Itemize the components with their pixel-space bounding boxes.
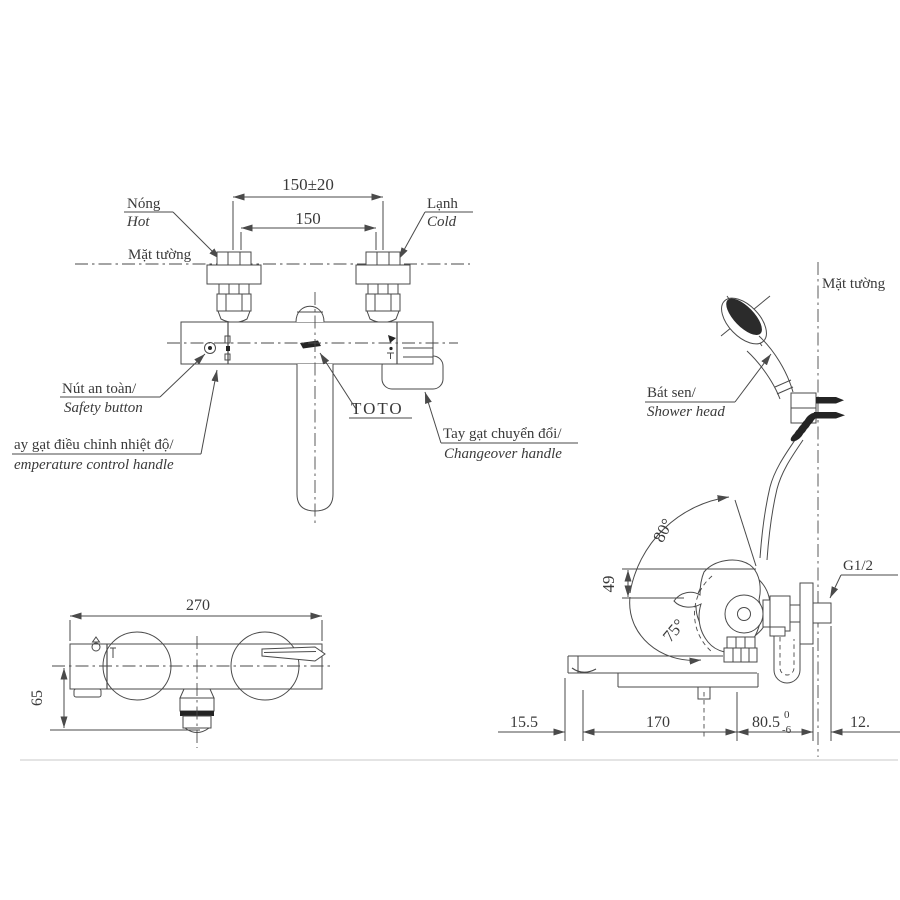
svg-text:Safety button: Safety button xyxy=(64,400,143,416)
svg-text:Tay gạt chuyển đổi/: Tay gạt chuyển đổi/ xyxy=(443,426,562,442)
mixer-top-view xyxy=(52,631,334,748)
dimension-mounting-pitch: 150±20 xyxy=(232,175,384,250)
lower-swing-arc xyxy=(629,596,702,665)
spout-outlet-lip xyxy=(571,667,597,673)
thread-text: G1/2 xyxy=(843,558,873,574)
lower-swing-text: 75° xyxy=(659,615,689,645)
pivot-hub xyxy=(724,594,764,634)
shower-hose xyxy=(759,436,798,559)
dim-wall-text: 12. xyxy=(850,714,870,731)
cold-inlet-connector xyxy=(355,251,411,323)
spray-face xyxy=(726,298,762,336)
svg-text:emperature control handle: emperature control handle xyxy=(14,457,174,473)
dim-reach-text: 170 xyxy=(646,714,670,731)
cold-label: Lạnh Cold xyxy=(398,196,473,260)
upper-swing-arc xyxy=(629,495,730,594)
grip-knurl xyxy=(723,636,758,663)
dim-tip-text: 15.5 xyxy=(510,714,538,731)
svg-text:ay gạt điều chỉnh nhiệt độ/: ay gạt điều chỉnh nhiệt độ/ xyxy=(14,437,174,453)
offset-dim-text: 49 xyxy=(599,576,618,593)
spout-top-view xyxy=(261,646,326,662)
dim-body-tol-upper: 0 xyxy=(784,709,790,721)
hose-spring-guard xyxy=(790,412,818,442)
dim-body-text: 80.5 xyxy=(752,714,780,731)
hot-label: Nóng Hot xyxy=(124,196,221,260)
dim-body-tol-lower: -6 xyxy=(782,724,792,736)
temperature-scale-ticks xyxy=(224,335,231,361)
g12-stub xyxy=(812,602,832,624)
changeover-handle-callout: Tay gạt chuyển đổi/ Changeover handle xyxy=(424,391,578,462)
dim-depth-text: 65 xyxy=(29,690,46,706)
swing-phantom-line xyxy=(734,499,757,567)
thread-callout: G1/2 xyxy=(829,558,898,599)
front-view: Mặt tường 150±20 150 Nóng Hot Lạnh Cold xyxy=(12,175,578,524)
logo-mark xyxy=(300,340,321,349)
svg-text:Hot: Hot xyxy=(126,214,150,230)
wall-plate xyxy=(799,582,814,645)
mixer-side xyxy=(673,499,832,663)
wall-label: Mặt tường xyxy=(128,247,192,263)
svg-text:Nút an toàn/: Nút an toàn/ xyxy=(62,381,137,397)
svg-text:Cold: Cold xyxy=(427,214,457,230)
safety-button-top xyxy=(91,636,101,652)
svg-text:Lạnh: Lạnh xyxy=(427,196,458,212)
dimension-center-distance: 150 xyxy=(240,209,377,250)
shower-head-callout: Bát sen/ Shower head xyxy=(645,353,772,420)
knob-phantom-arc xyxy=(694,575,713,653)
bracket-screws xyxy=(814,397,845,419)
temperature-handle-callout: ay gạt điều chỉnh nhiệt độ/ emperature c… xyxy=(12,369,219,473)
svg-text:Nóng: Nóng xyxy=(127,196,161,212)
brand-text: TOTO xyxy=(351,399,404,418)
dim-mounting-text: 150±20 xyxy=(282,175,334,194)
hot-inlet-connector xyxy=(206,251,262,323)
safety-button-callout: Nút an toàn/ Safety button xyxy=(60,353,206,416)
wall-shaft xyxy=(789,604,801,623)
wall-label-side: Mặt tường xyxy=(822,276,886,292)
dim-width-text: 270 xyxy=(186,597,210,614)
svg-text:Shower head: Shower head xyxy=(647,404,725,420)
shower-head xyxy=(721,297,767,345)
mounting-foot xyxy=(73,688,102,698)
svg-text:Changeover handle: Changeover handle xyxy=(444,446,562,462)
top-outlet-dome xyxy=(295,305,325,323)
handle-outline xyxy=(758,335,794,393)
top-view: 270 xyxy=(29,597,334,748)
side-view: Mặt tường xyxy=(498,262,900,757)
bottom-dimension-chain: 15.5 170 80.5 0 -6 12. xyxy=(498,626,900,741)
index-tick xyxy=(110,647,116,658)
dimension-depth: 65 xyxy=(29,668,200,731)
shower-head-assembly xyxy=(720,295,845,442)
hose-loop xyxy=(773,634,801,684)
brand-callout: TOTO xyxy=(319,352,412,419)
dimension-width: 270 xyxy=(69,597,323,641)
svg-text:Bát sen/: Bát sen/ xyxy=(647,385,697,401)
dim-centers-text: 150 xyxy=(295,209,321,228)
changeover-indicator-marks xyxy=(387,335,396,359)
safety-button xyxy=(204,342,216,354)
